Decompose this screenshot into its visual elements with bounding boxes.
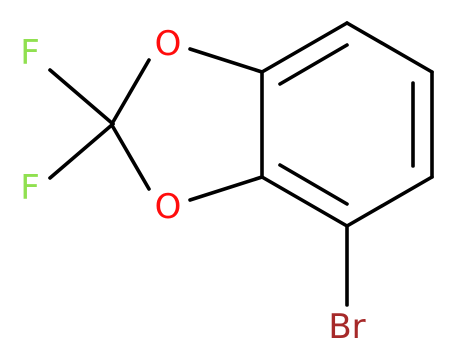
bond-c3a-c4 bbox=[260, 175, 349, 228]
bond-o-top-c2 bbox=[111, 58, 151, 124]
bond-o-bottom-c2 bbox=[111, 125, 151, 191]
bond-c4-c5 bbox=[345, 175, 434, 228]
atom-o-top: O bbox=[155, 24, 182, 64]
bond-c2-f-top bbox=[48, 68, 115, 126]
atom-br: Br bbox=[328, 307, 365, 347]
bond-c7-c7a bbox=[260, 21, 349, 74]
bond-c4-c3a-inner bbox=[278, 163, 349, 206]
bond-c7-c7a-inner bbox=[278, 43, 349, 86]
atom-f-top: F bbox=[20, 33, 40, 73]
bond-c7a-o-top bbox=[188, 47, 264, 74]
atom-f-bottom: F bbox=[20, 168, 40, 208]
bond-c6-c7 bbox=[345, 21, 434, 74]
bond-c3a-o-bottom bbox=[188, 175, 264, 202]
atom-o-bottom: O bbox=[155, 187, 182, 227]
bond-c2-f-bottom bbox=[48, 122, 115, 180]
